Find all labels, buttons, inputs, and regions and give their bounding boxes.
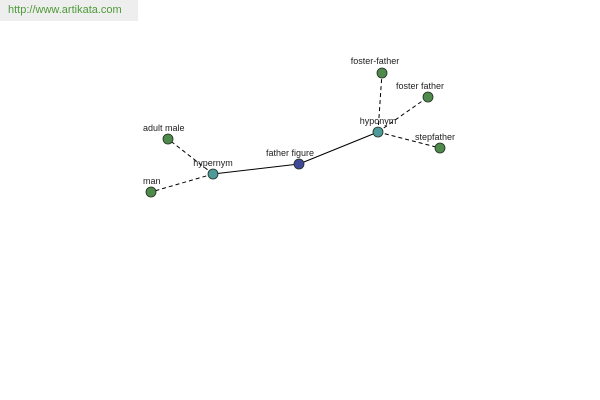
node-hyponym[interactable] xyxy=(372,126,384,138)
label-hypernym: hypernym xyxy=(193,158,233,168)
watermark-bar: http://www.artikata.com xyxy=(0,0,138,21)
graph-edges xyxy=(150,72,441,193)
node-father-figure[interactable] xyxy=(293,158,305,170)
node-hypernym[interactable] xyxy=(207,168,219,180)
artikata-link[interactable]: http://www.artikata.com xyxy=(8,4,122,16)
edge-hyponym-to-foster-father xyxy=(377,96,429,133)
node-foster-father[interactable] xyxy=(422,91,434,103)
edge-father-figure-to-hypernym xyxy=(212,163,300,175)
edge-hyponym-to-stepfather xyxy=(377,131,441,149)
label-stepfather: stepfather xyxy=(415,132,455,142)
graph-nodes xyxy=(145,67,446,198)
label-hyponym: hyponym xyxy=(360,116,397,126)
label-man: man xyxy=(143,176,161,186)
node-foster-father-hyphen[interactable] xyxy=(376,67,388,79)
label-foster-father-hyphen: foster-father xyxy=(351,56,400,66)
label-foster-father: foster father xyxy=(396,81,444,91)
edge-hypernym-to-adult-male xyxy=(167,138,214,175)
node-adult-male[interactable] xyxy=(162,133,174,145)
node-man[interactable] xyxy=(145,186,157,198)
label-adult-male: adult male xyxy=(143,123,185,133)
label-father-figure: father figure xyxy=(266,148,314,158)
node-stepfather[interactable] xyxy=(434,142,446,154)
edge-hyponym-to-foster-father-hyphen xyxy=(377,72,383,133)
graph-labels: father figure hypernym hyponym adult male ma… xyxy=(143,56,455,186)
edge-hypernym-to-man xyxy=(150,173,214,193)
edge-father-figure-to-hyponym xyxy=(298,131,379,165)
